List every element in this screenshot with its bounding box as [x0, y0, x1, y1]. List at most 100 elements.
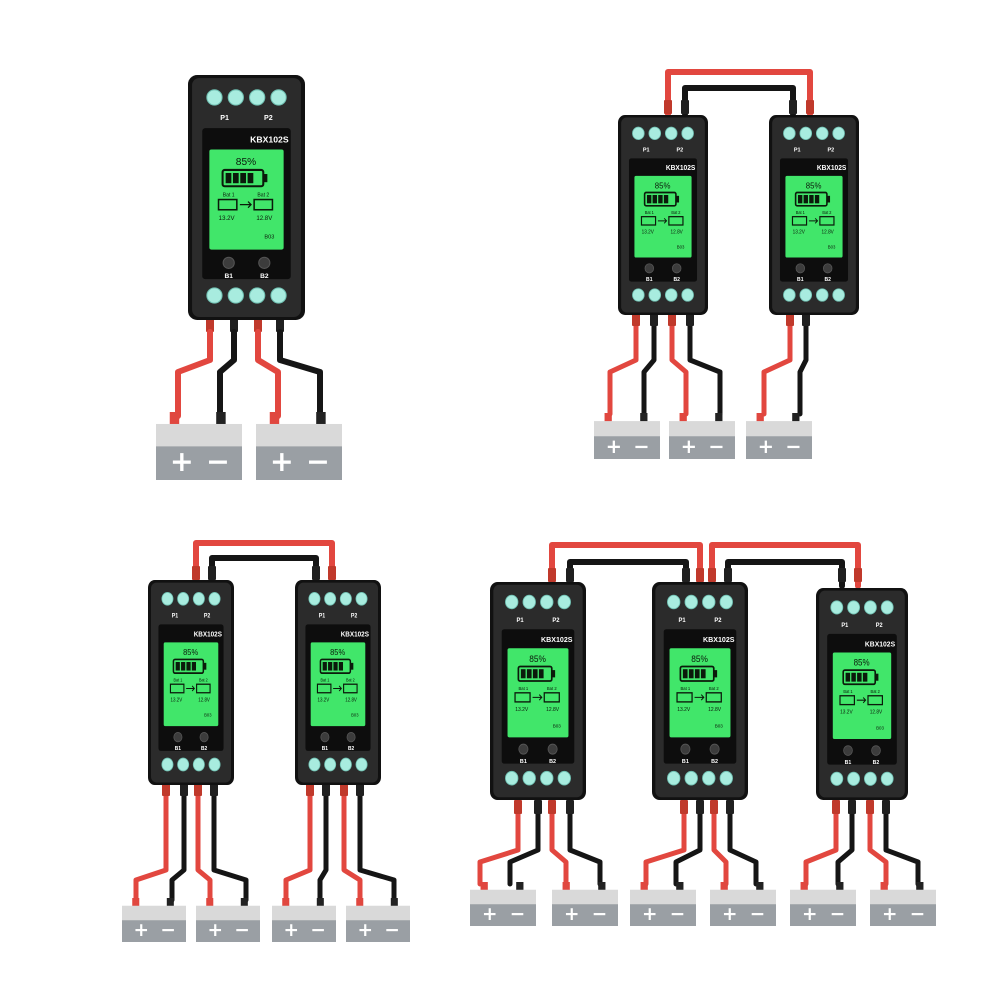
- positive-terminal: [800, 882, 808, 892]
- black-wire: [507, 803, 541, 887]
- charge-percent: 85%: [691, 654, 708, 664]
- black-lug: [882, 800, 890, 814]
- bat1-label: Bat 1: [519, 686, 529, 691]
- black-wire: [277, 329, 323, 419]
- terminal-icon: [540, 770, 554, 786]
- terminal-icon: [557, 770, 571, 786]
- volt1-value: 13.2V: [840, 709, 853, 715]
- black-wire: [797, 315, 809, 417]
- black-wire: [641, 315, 657, 417]
- bat2-icon: [253, 198, 274, 211]
- port-label-p1: P1: [841, 623, 849, 629]
- bat1-icon: [316, 683, 332, 694]
- volt1-value: 13.2V: [219, 215, 236, 222]
- battery-segment: [191, 662, 197, 671]
- button-b2-label: B2: [549, 759, 556, 765]
- bottom-connector-row: [206, 287, 287, 304]
- terminal-icon: [864, 771, 877, 786]
- bottom-connector-row: [308, 757, 368, 772]
- plus-sign: +: [207, 920, 222, 941]
- top-connector-row: [308, 591, 368, 606]
- minus-sign: −: [310, 920, 325, 941]
- model-label: KBX102S: [703, 635, 735, 644]
- black-lug: [789, 100, 797, 114]
- button-b2-icon: [709, 743, 720, 755]
- red-link-wire: [193, 540, 335, 582]
- volt2-value: 12.8V: [345, 697, 357, 703]
- bat2-label: Bat 2: [671, 210, 681, 215]
- minus-sign: −: [510, 904, 525, 925]
- charge-percent: 85%: [529, 654, 546, 664]
- red-lug: [192, 566, 200, 580]
- terminal-icon: [177, 757, 190, 772]
- volt1-value: 13.2V: [793, 229, 806, 235]
- port-label-p1: P1: [794, 148, 801, 154]
- terminal-icon: [684, 594, 698, 610]
- bottom-connector-row: [830, 771, 894, 786]
- black-lug: [276, 318, 284, 332]
- arrow-right-icon: [532, 694, 543, 701]
- top-connector-row: [830, 600, 894, 615]
- bottom-connector-row: [505, 770, 571, 786]
- negative-terminal: [676, 882, 684, 892]
- model-label: KBX102S: [817, 165, 847, 172]
- volt1-value: 13.2V: [642, 229, 655, 235]
- arrow-right-icon: [694, 694, 705, 701]
- mode-label: B03: [715, 723, 723, 729]
- volt2-value: 12.8V: [546, 707, 560, 713]
- terminal-icon: [308, 757, 321, 772]
- positive-terminal: [169, 412, 180, 427]
- red-lug: [206, 318, 214, 332]
- negative-terminal: [640, 413, 648, 424]
- red-lug: [708, 568, 716, 582]
- plus-sign: +: [270, 444, 294, 478]
- button-b2-icon: [199, 732, 209, 743]
- battery-outline: [794, 191, 828, 207]
- mode-label: B03: [264, 234, 274, 240]
- battery-segment: [186, 662, 191, 671]
- positive-terminal: [640, 882, 648, 892]
- red-lug: [710, 800, 718, 814]
- red-wire: [607, 315, 639, 417]
- battery: +−: [196, 898, 260, 942]
- bat2-icon: [705, 692, 722, 703]
- terminal-icon: [799, 288, 813, 302]
- battery-tip: [826, 195, 831, 203]
- bat2-label: Bat 2: [822, 210, 832, 215]
- black-lug: [534, 800, 542, 814]
- bat1-label: Bat 1: [645, 210, 655, 215]
- port-label-p1: P1: [516, 617, 524, 624]
- battery-tip: [263, 174, 268, 183]
- battery-segment: [322, 662, 327, 671]
- black-lug: [838, 568, 846, 582]
- terminal-icon: [830, 771, 844, 786]
- terminal-icon: [355, 757, 368, 772]
- red-wire: [283, 785, 313, 903]
- button-b1-label: B1: [322, 746, 328, 752]
- button-b1-icon: [320, 732, 330, 743]
- button-b2-label: B2: [824, 277, 831, 283]
- negative-terminal: [836, 882, 844, 892]
- battery-segment: [538, 669, 544, 679]
- red-lug: [866, 800, 874, 814]
- black-link-wire: [567, 559, 689, 583]
- red-lug: [306, 782, 314, 796]
- terminal-icon: [227, 287, 244, 304]
- positive-terminal: [880, 882, 888, 892]
- black-wire: [727, 803, 759, 887]
- terminal-icon: [648, 126, 662, 141]
- red-lug: [548, 568, 556, 582]
- battery-segment: [338, 662, 344, 671]
- terminal-icon: [192, 591, 205, 606]
- red-lug: [162, 782, 170, 796]
- top-connector-row: [667, 594, 733, 610]
- battery: +−: [594, 413, 660, 459]
- terminal-icon: [847, 600, 861, 615]
- arrow-right-icon: [657, 217, 668, 224]
- battery-label-band: [196, 920, 260, 942]
- battery-segment: [862, 672, 868, 682]
- battery-segment: [247, 173, 254, 184]
